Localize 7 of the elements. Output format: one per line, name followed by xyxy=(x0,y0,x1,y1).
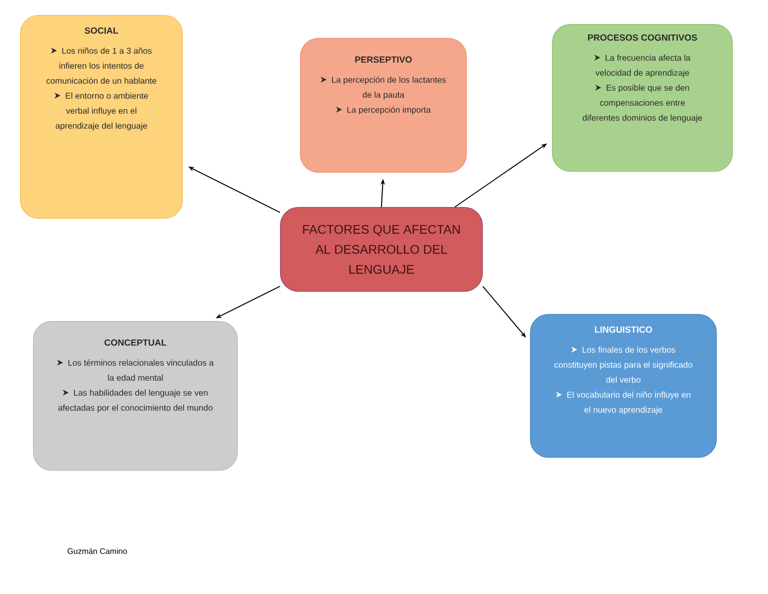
topic-box: PERSEPTIVO La percepción de los lactantes de la pauta La percepción importa xyxy=(300,38,467,173)
topic-box: PROCESOS COGNITIVOS La frecuencia afecta la velocidad de aprendizaje Es posible que se den compensaciones entre diferentes dominios de lenguaje xyxy=(552,24,733,172)
topic-box: LINGUISTICO Los finales de los verbos constituyen pistas para el significado del verbo El vocabulario del niño influye en el nuevo aprendizaje xyxy=(530,314,717,458)
author-name: Guzmán Camino xyxy=(68,548,127,554)
central-box: FACTORES QUE AFECTAN AL DESARROLLO DEL LENGUAJE xyxy=(280,206,483,292)
topic-box: CONCEPTUAL Los términos relacionales vinculados a la edad mental Las habilidades del lenguaje se ven afectadas por el conocimiento del mundo xyxy=(33,321,238,471)
topic-box: SOCIAL Los niños de 1 a 3 años infieren los intentos de comunicación de un hablante El entorno o ambiente verbal influye en el aprendizaje del lenguaje xyxy=(20,15,183,219)
